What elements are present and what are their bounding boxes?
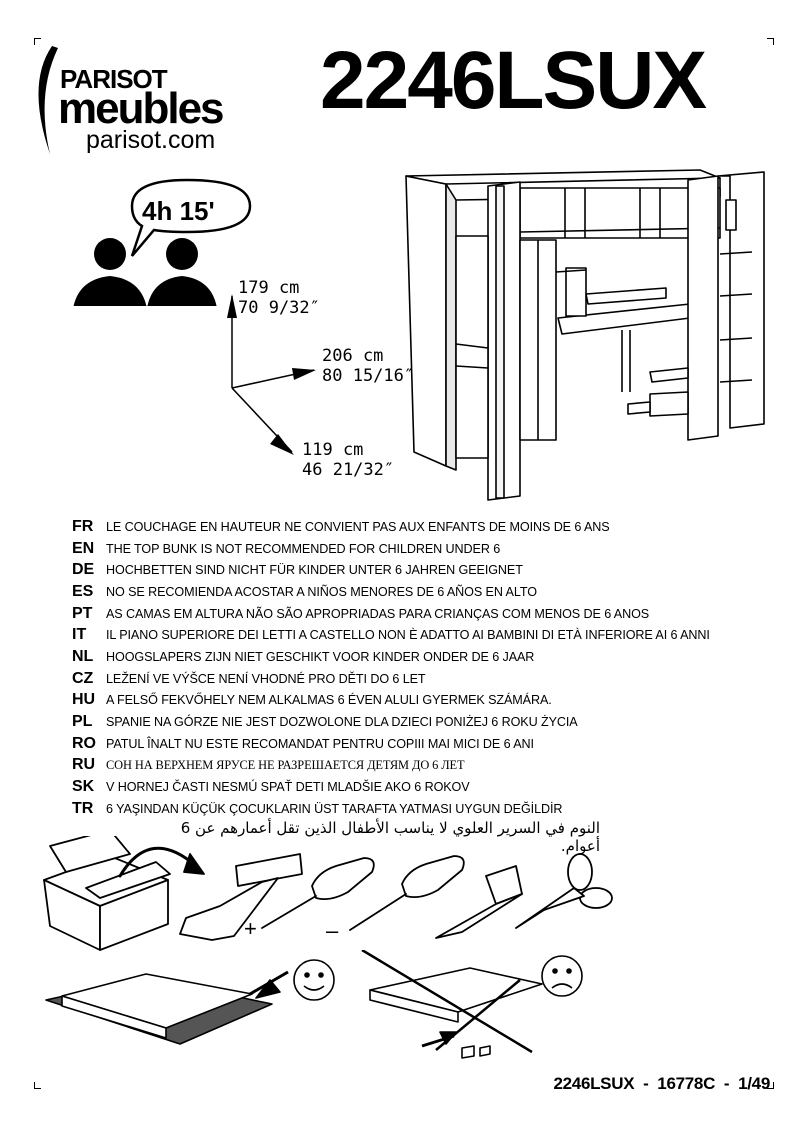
lang-code: CZ [72, 669, 94, 687]
lang-code: NL [72, 647, 94, 665]
warning-text: HOCHBETTEN SIND NICHT FÜR KINDER UNTER 6… [106, 563, 523, 578]
panel-on-rug-illustration [45, 959, 335, 1045]
dimension-depth: 119 cm 46 21/32″ [302, 440, 395, 480]
dimension-height: 179 cm 70 9/32″ [238, 278, 320, 318]
model-title: 2246LSUX [320, 35, 707, 126]
dimension-axes-icon [227, 294, 316, 455]
warning-row-it: IT IL PIANO SUPERIORE DEI LETTI A CASTELL… [72, 624, 792, 646]
warning-text: SPANIE NA GÓRZE NIE JEST DOZWOLONE DLA D… [106, 715, 578, 730]
hammer-icon [179, 853, 303, 941]
parisot-logo: PARISOT meubles parisot.com [30, 44, 270, 162]
warning-text: A FELSŐ FEKVŐHELY NEM ALKALMAS 6 ÉVEN AL… [106, 693, 552, 708]
two-person-assembly-icon [73, 178, 252, 306]
warning-text: LE COUCHAGE EN HAUTEUR NE CONVIENT PAS A… [106, 519, 610, 534]
scissors-icon [515, 853, 613, 929]
logo-brand-line2: meubles [58, 84, 225, 133]
lang-code: HU [72, 691, 96, 709]
warning-text: THE TOP BUNK IS NOT RECOMMENDED FOR CHIL… [106, 541, 501, 556]
warning-text: PATUL ÎNALT NU ESTE RECOMANDAT PENTRU CO… [106, 736, 534, 751]
minus-sign: – [326, 918, 339, 943]
screwdriver-plus-icon [261, 857, 375, 929]
warning-row-es: ES NO SE RECOMIENDA ACOSTAR A NIÑOS MENOR… [72, 581, 792, 603]
crop-mark-bottom-left [34, 1082, 41, 1089]
warning-row-sk: SK V HORNEJ ČASTI NESMÚ SPAŤ DETI MLADŠIE… [72, 776, 792, 798]
warning-row-ru: RU СОН НА ВЕРХНЕМ ЯРУСЕ НЕ РАЗРЕШАЕТСЯ ДЕ… [72, 755, 792, 777]
lang-code: RU [72, 756, 96, 774]
warning-row-nl: NL HOOGSLAPERS ZIJN NIET GESCHIKT VOOR KI… [72, 646, 792, 668]
warning-row-en: EN THE TOP BUNK IS NOT RECOMMENDED FOR CH… [72, 538, 792, 560]
lang-code: EN [72, 539, 95, 557]
lang-code: TR [72, 799, 94, 817]
warning-text: HOOGSLAPERS ZIJN NIET GESCHIKT VOOR KIND… [106, 649, 535, 664]
warning-row-pt: PT AS CAMAS EM ALTURA NÃO SÃO APROPRIADAS… [72, 603, 792, 625]
age-warning-list: FR LE COUCHAGE EN HAUTEUR NE CONVIENT PAS… [72, 516, 792, 820]
warning-text: NO SE RECOMIENDA ACOSTAR A NIÑOS MENORES… [106, 584, 537, 599]
logo-brand-line1: PARISOT [60, 64, 168, 94]
warning-text: IL PIANO SUPERIORE DEI LETTI A CASTELLO … [106, 628, 710, 643]
warning-row-cz: CZ LEŽENÍ VE VÝŠCE NENÍ VHODNÉ PRO DĚTI D… [72, 668, 792, 690]
logo-url: parisot.com [86, 126, 216, 154]
crop-mark-bottom-right [767, 1082, 774, 1089]
work-surface-instruction [45, 950, 583, 1059]
lang-code: ES [72, 582, 94, 600]
warning-row-de: DE HOCHBETTEN SIND NICHT FÜR KINDER UNTER… [72, 559, 792, 581]
assembly-time: 4h 15' [142, 196, 215, 226]
logo-swoosh-icon [38, 46, 58, 154]
tape-measure-icon [435, 865, 523, 939]
lang-code: SK [72, 778, 95, 796]
lang-code: RO [72, 734, 96, 752]
panel-on-floor-illustration [361, 950, 583, 1059]
page-footer: 2246LSUX - 16778C - 1/49 [553, 1074, 770, 1093]
dimension-width: 206 cm 80 15/16″ [322, 346, 415, 386]
tools-row: + – [43, 836, 613, 951]
warning-row-pl: PL SPANIE NA GÓRZE NIE JEST DOZWOLONE DLA… [72, 711, 792, 733]
toolbox-icon [43, 836, 171, 951]
screwdriver-minus-icon [349, 855, 465, 931]
crop-mark-top-left [34, 38, 41, 45]
lang-code: FR [72, 517, 94, 535]
warning-text: 6 YAŞINDAN KÜÇÜK ÇOCUKLARIN ÜST TARAFTA … [106, 801, 563, 816]
warning-row-ro: RO PATUL ÎNALT NU ESTE RECOMANDAT PENTRU … [72, 733, 792, 755]
lang-code: PT [72, 604, 93, 622]
loft-bed-illustration [405, 169, 765, 501]
plus-sign: + [244, 916, 257, 941]
warning-row-hu: HU A FELSŐ FEKVŐHELY NEM ALKALMAS 6 ÉVEN … [72, 690, 792, 712]
warning-arabic: النوم في السرير العلوي لا يناسب الأطفال … [180, 819, 600, 855]
warning-text: LEŽENÍ VE VÝŠCE NENÍ VHODNÉ PRO DĚTI DO … [106, 671, 426, 686]
crop-mark-top-right [767, 38, 774, 45]
warning-text: AS CAMAS EM ALTURA NÃO SÃO APROPRIADAS P… [106, 606, 650, 621]
lang-code: DE [72, 561, 95, 579]
lang-code: IT [72, 626, 87, 644]
warning-text: V HORNEJ ČASTI NESMÚ SPAŤ DETI MLADŠIE A… [106, 780, 470, 795]
warning-text: СОН НА ВЕРХНЕМ ЯРУСЕ НЕ РАЗРЕШАЕТСЯ ДЕТЯ… [106, 757, 465, 772]
warning-row-tr: TR 6 YAŞINDAN KÜÇÜK ÇOCUKLARIN ÜST TARAFT… [72, 798, 792, 820]
lang-code: PL [72, 713, 93, 731]
warning-row-fr: FR LE COUCHAGE EN HAUTEUR NE CONVIENT PAS… [72, 516, 792, 538]
